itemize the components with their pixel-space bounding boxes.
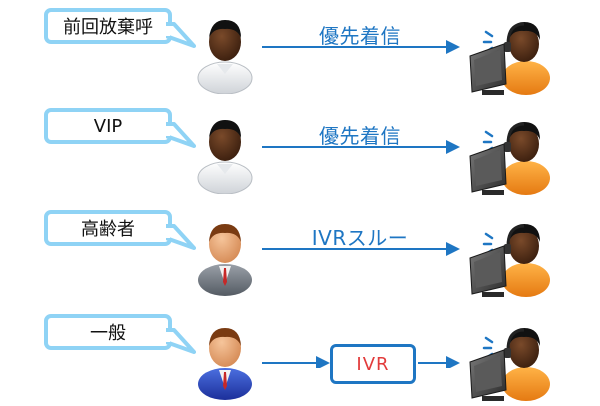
caller-white-shirt-icon: [197, 120, 253, 194]
flow-arrow: [262, 242, 460, 256]
flow-arrow-to-ivr: [262, 356, 330, 368]
caller-type-label: 前回放棄呼: [63, 17, 153, 38]
caller-type-bubble: VIP: [44, 108, 172, 144]
routing-row-1: 前回放棄呼 優先着信: [0, 2, 600, 98]
route-label: IVRスルー: [311, 226, 409, 250]
routing-row-2: VIP 優先着信: [0, 102, 600, 198]
caller-type-bubble: 一般: [44, 314, 172, 350]
caller-type-bubble: 前回放棄呼: [44, 8, 172, 44]
caller-white-shirt-icon: [197, 20, 253, 94]
bubble-tail: [166, 224, 196, 250]
bubble-tail: [166, 122, 196, 148]
caller-elderly-suit-icon: [198, 224, 252, 296]
operator-headset-icon: [469, 122, 550, 195]
route-label: 優先着信: [319, 24, 401, 48]
bubble-tail: [166, 22, 196, 48]
routing-row-4: 一般 IVR: [0, 308, 600, 404]
flow-arrow: [262, 40, 460, 54]
caller-blue-suit-icon: [198, 328, 252, 400]
caller-type-bubble: 高齢者: [44, 210, 172, 246]
caller-type-label: 高齢者: [81, 219, 135, 240]
routing-row-3: 高齢者 IVRスルー: [0, 204, 600, 300]
operator-headset-icon: [469, 224, 550, 297]
caller-type-label: VIP: [93, 115, 123, 137]
bubble-tail: [166, 328, 196, 354]
operator-headset-icon: [469, 22, 550, 95]
caller-type-label: 一般: [90, 323, 126, 344]
operator-headset-icon: [469, 328, 550, 401]
flow-arrow: [262, 140, 460, 154]
route-label: 優先着信: [319, 124, 401, 148]
flow-arrow-from-ivr: [418, 356, 460, 368]
ivr-label: IVR: [356, 353, 390, 375]
ivr-box: IVR: [330, 344, 416, 384]
